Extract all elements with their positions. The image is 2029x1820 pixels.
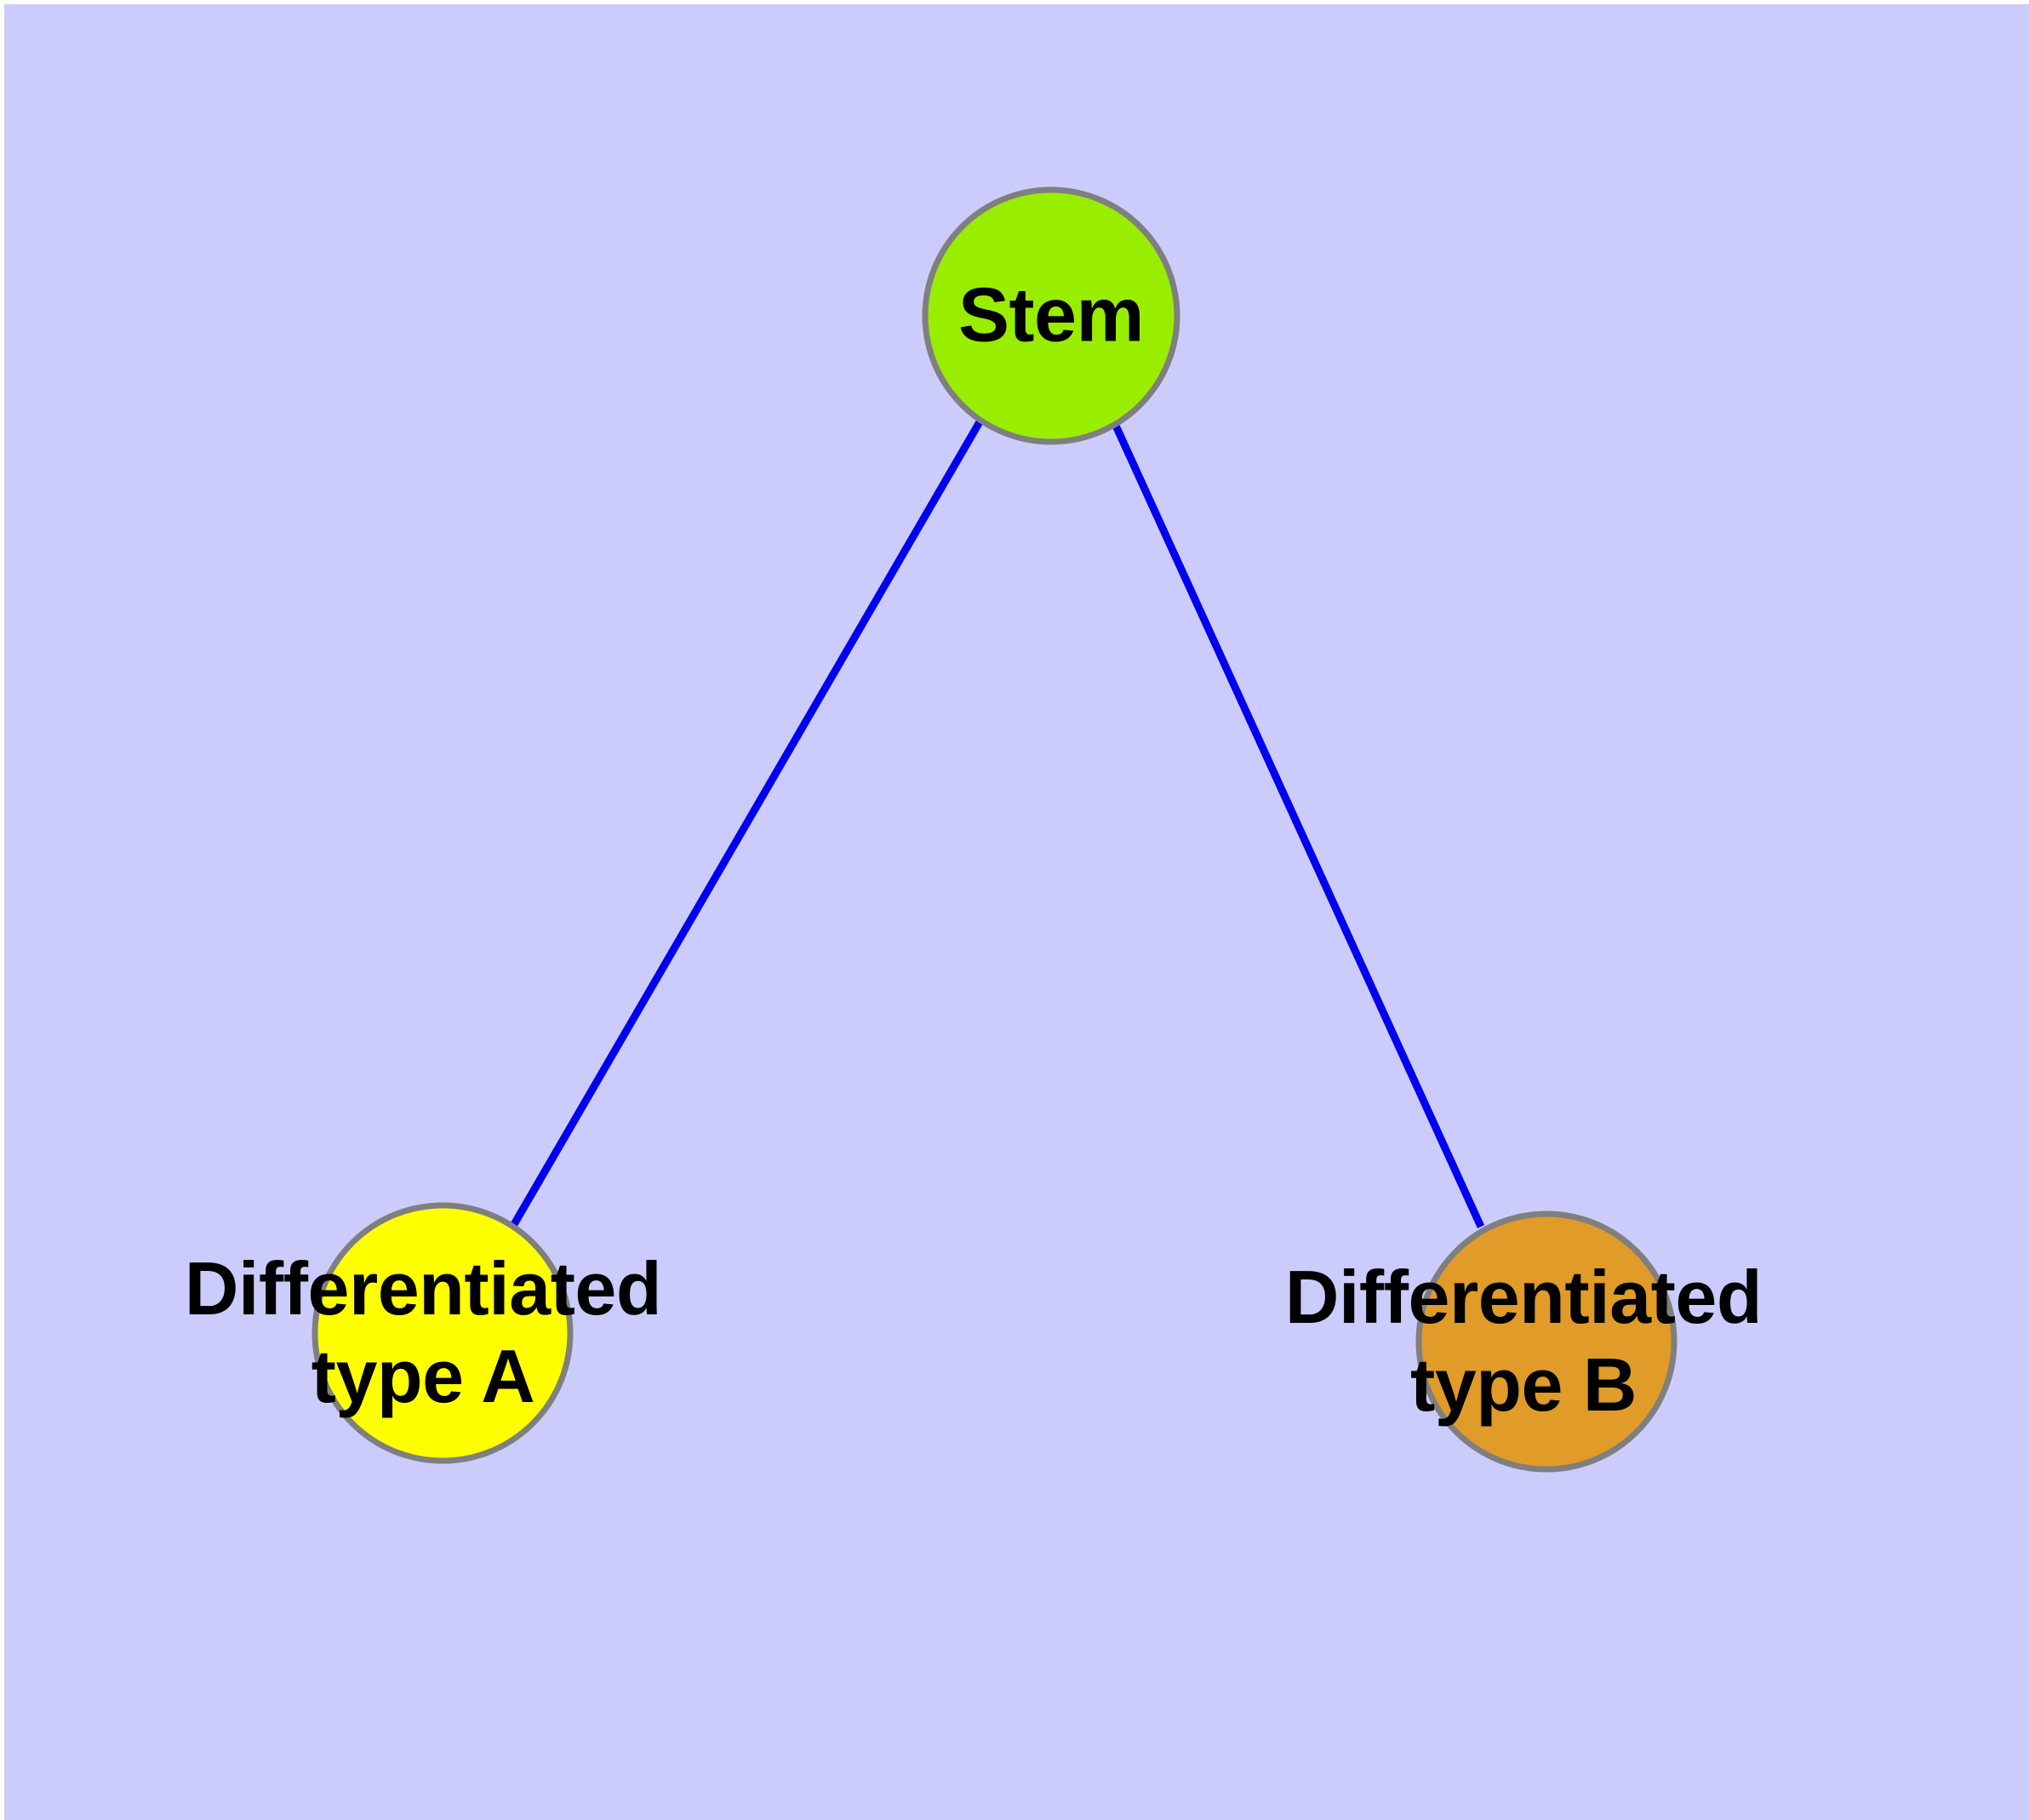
node-differentiated-type-b[interactable]	[1415, 1210, 1677, 1473]
edge-stem-to-diff-a	[510, 418, 984, 1228]
edge-stem-to-diff-b	[1112, 424, 1485, 1228]
node-differentiated-type-a[interactable]	[311, 1202, 574, 1464]
edge-layer	[510, 418, 1485, 1228]
node-layer	[311, 186, 1677, 1473]
node-stem[interactable]	[922, 186, 1180, 445]
